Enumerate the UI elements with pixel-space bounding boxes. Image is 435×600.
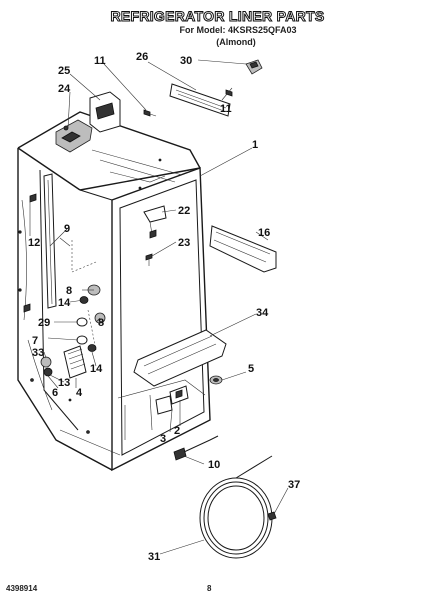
bracket-24 (55, 119, 93, 153)
callout-34: 34 (256, 307, 269, 319)
callout-12: 12 (28, 237, 40, 249)
cover-34 (133, 329, 227, 387)
liner-assembly (17, 111, 211, 472)
page-number: 8 (207, 584, 212, 593)
callout-14-top: 14 (58, 297, 71, 309)
callout-29: 29 (38, 317, 50, 329)
bracket-22 (143, 205, 167, 239)
callout-30: 30 (180, 55, 192, 67)
leader-lines (29, 59, 289, 555)
callout-23: 23 (178, 237, 190, 249)
callout-9: 9 (64, 223, 70, 235)
callout-37: 37 (288, 479, 300, 491)
callout-11-right: 11 (220, 103, 232, 115)
callout-10: 10 (208, 459, 220, 471)
callout-31: 31 (148, 551, 160, 563)
document-number: 4398914 (6, 584, 38, 593)
callout-26: 26 (136, 51, 148, 63)
callout-2: 2 (174, 425, 180, 437)
top-rail-26 (169, 83, 231, 117)
bracket-3 (155, 395, 173, 415)
color-note: (Almond) (216, 37, 256, 47)
screw-37 (267, 511, 277, 521)
plug-10 (173, 435, 219, 461)
callout-22: 22 (178, 205, 190, 217)
callout-33: 33 (32, 347, 44, 359)
page-title: REFRIGERATOR LINER PARTS (110, 8, 325, 25)
screw-11-right (225, 89, 233, 97)
screw-23 (145, 253, 153, 266)
callouts: 25 24 11 26 30 11 1 22 23 16 9 12 8 14 2… (28, 51, 300, 563)
callout-4: 4 (76, 387, 83, 399)
screw-12 (23, 193, 37, 313)
model-number: For Model: 4KSRS25QFA03 (179, 25, 297, 35)
nut-5 (209, 375, 223, 385)
callout-14-right: 14 (90, 363, 103, 375)
callout-8-top: 8 (66, 285, 72, 297)
bracket-25 (89, 91, 121, 133)
callout-24: 24 (58, 83, 71, 95)
callout-5: 5 (248, 363, 254, 375)
callout-3: 3 (160, 433, 166, 445)
screw-11-left (143, 109, 157, 117)
callout-16: 16 (258, 227, 270, 239)
callout-11-left: 11 (94, 55, 106, 67)
callout-6: 6 (52, 387, 58, 399)
callout-1: 1 (252, 139, 258, 151)
bracket-2 (169, 385, 189, 405)
callout-7: 7 (32, 335, 38, 347)
rail-9 (43, 173, 57, 309)
tray-16 (209, 225, 277, 273)
clip-30 (245, 59, 263, 75)
tube-coil-31 (199, 455, 273, 559)
callout-25: 25 (58, 65, 70, 77)
callout-8-right: 8 (98, 317, 104, 329)
callout-13: 13 (58, 377, 70, 389)
